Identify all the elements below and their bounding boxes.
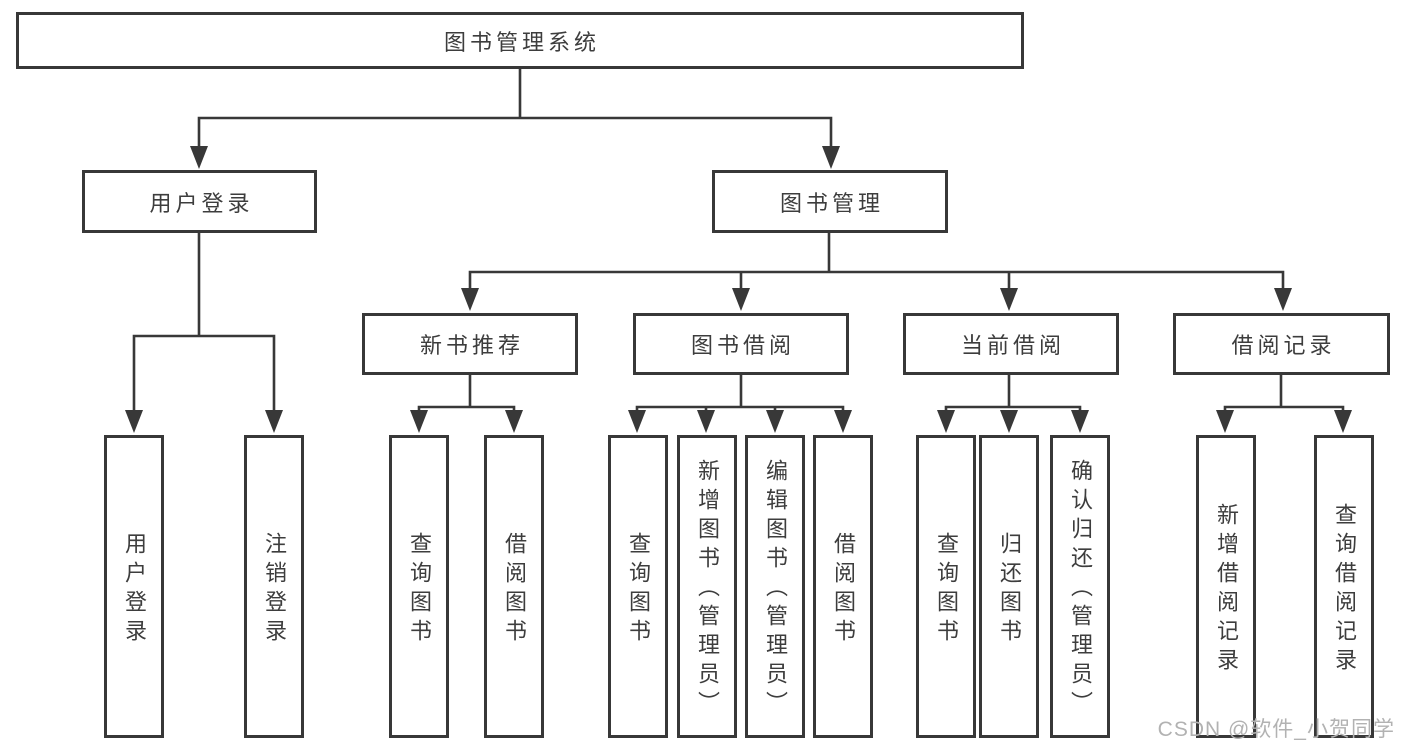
leaf-recommend-borrow-book: 借阅图书 [484, 435, 544, 738]
node-book-borrow-label: 图书借阅 [690, 333, 795, 358]
node-current-borrow: 当前借阅 [903, 313, 1119, 375]
leaf-borrow-edit-book-admin-label: 编辑图书（管理员） [763, 459, 788, 720]
node-borrow-records-label: 借阅记录 [1231, 333, 1336, 358]
node-borrow-records: 借阅记录 [1173, 313, 1390, 375]
node-user-login-label: 用户登录 [149, 190, 254, 216]
node-book-management: 图书管理 [712, 170, 948, 233]
leaf-records-query-record-label: 查询借阅记录 [1332, 502, 1357, 677]
leaf-recommend-query-book-label: 查询图书 [407, 531, 432, 648]
leaf-current-confirm-return-admin-label: 确认归还（管理员） [1068, 459, 1093, 720]
leaf-current-return-book-label: 归还图书 [997, 531, 1022, 648]
leaf-borrow-add-book-admin: 新增图书（管理员） [677, 435, 737, 738]
leaf-borrow-query-book: 查询图书 [608, 435, 668, 738]
node-new-book-recommend-label: 新书推荐 [419, 333, 524, 358]
leaf-logout: 注销登录 [244, 435, 304, 738]
leaf-recommend-borrow-book-label: 借阅图书 [502, 531, 527, 648]
leaf-recommend-query-book: 查询图书 [389, 435, 449, 738]
leaf-user-login-label: 用户登录 [122, 531, 147, 648]
leaf-current-return-book: 归还图书 [979, 435, 1039, 738]
node-current-borrow-label: 当前借阅 [960, 333, 1065, 358]
leaf-records-query-record: 查询借阅记录 [1314, 435, 1374, 738]
node-book-management-label: 图书管理 [779, 190, 884, 216]
leaf-borrow-borrow-book-label: 借阅图书 [831, 531, 856, 648]
node-book-borrow: 图书借阅 [633, 313, 849, 375]
leaf-borrow-borrow-book: 借阅图书 [813, 435, 873, 738]
leaf-current-confirm-return-admin: 确认归还（管理员） [1050, 435, 1110, 738]
node-root-system: 图书管理系统 [16, 12, 1024, 69]
leaf-user-login: 用户登录 [104, 435, 164, 738]
csdn-watermark: CSDN @软件_小贺同学 [1157, 718, 1395, 741]
leaf-logout-label: 注销登录 [262, 531, 287, 648]
leaf-current-query-book: 查询图书 [916, 435, 976, 738]
leaf-records-add-record-label: 新增借阅记录 [1214, 502, 1239, 677]
leaf-borrow-query-book-label: 查询图书 [626, 531, 651, 648]
leaf-borrow-add-book-admin-label: 新增图书（管理员） [695, 459, 720, 720]
node-user-login: 用户登录 [82, 170, 317, 233]
leaf-borrow-edit-book-admin: 编辑图书（管理员） [745, 435, 805, 738]
arrowheads [125, 146, 1352, 433]
leaf-records-add-record: 新增借阅记录 [1196, 435, 1256, 738]
node-root-label: 图书管理系统 [443, 29, 600, 55]
node-new-book-recommend: 新书推荐 [362, 313, 578, 375]
leaf-current-query-book-label: 查询图书 [934, 531, 959, 648]
